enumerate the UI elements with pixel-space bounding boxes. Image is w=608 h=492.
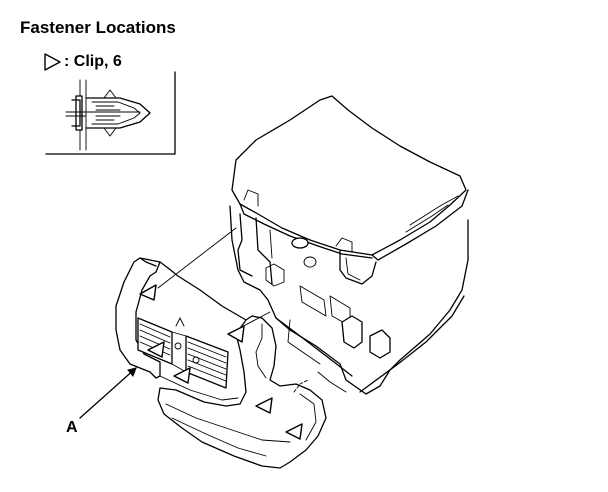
legend: : Clip, 6 bbox=[44, 53, 122, 71]
clip-detail-inset bbox=[45, 71, 176, 155]
armrest-lid bbox=[231, 95, 467, 256]
callout-a-label: A bbox=[66, 419, 78, 436]
clip-triangle-icon bbox=[173, 367, 191, 384]
diagram-title: Fastener Locations bbox=[20, 18, 176, 37]
center-console bbox=[229, 95, 469, 395]
clip-triangle-icon bbox=[44, 53, 61, 71]
alignment-lines bbox=[157, 227, 309, 393]
clip-triangle-icon bbox=[227, 325, 245, 343]
clip-triangle-icon bbox=[255, 397, 273, 414]
clip-markers bbox=[139, 284, 303, 440]
legend-text: : Clip, 6 bbox=[64, 53, 122, 70]
callout-a: A bbox=[66, 367, 137, 436]
clip-triangle-icon bbox=[147, 341, 165, 358]
clip-triangle-icon bbox=[139, 284, 157, 301]
clip-triangle-icon bbox=[285, 423, 303, 440]
rear-vent-panel bbox=[115, 257, 327, 469]
